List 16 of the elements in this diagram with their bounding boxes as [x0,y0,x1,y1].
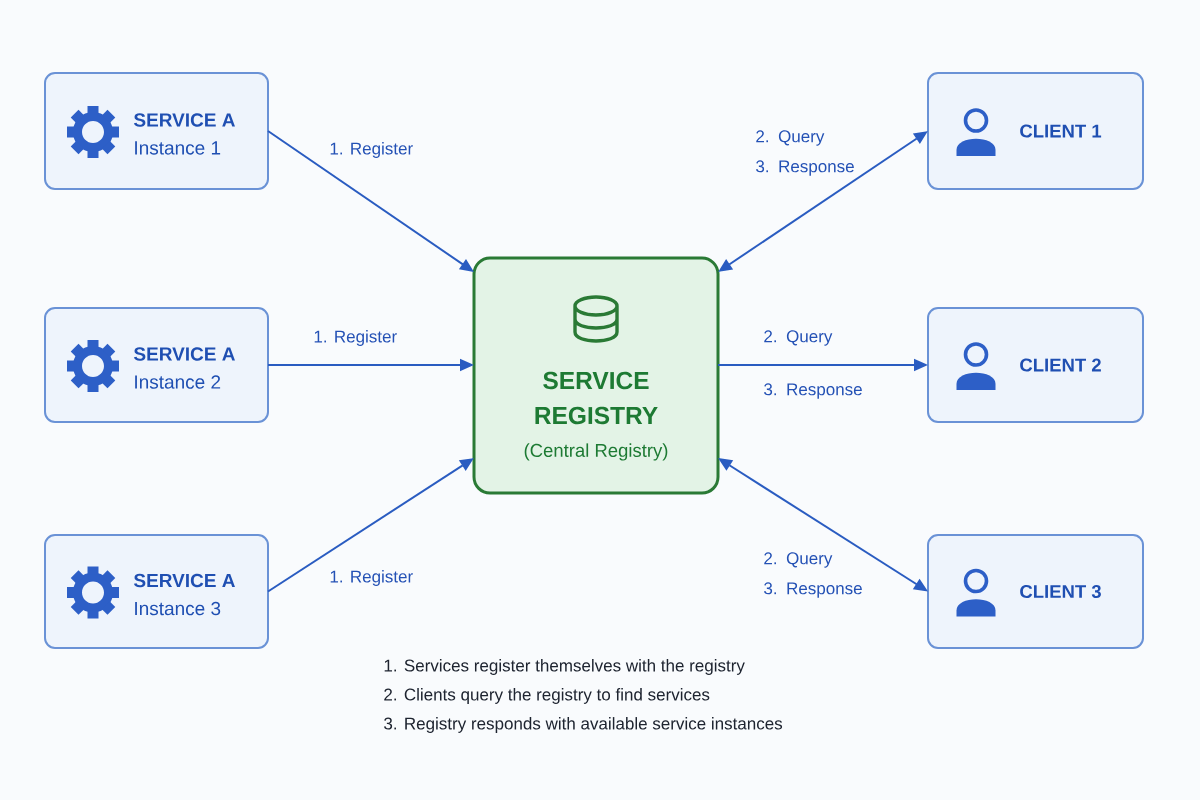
list-item: 2. Clients query the registry to find services [384,688,710,704]
service-box: SERVICE A Instance 3 [44,534,269,649]
service-box: SERVICE A Instance 1 [44,72,269,190]
client-box: CLIENT 2 [927,307,1144,423]
registry-box: SERVICE REGISTRY (Central Registry) [472,256,720,495]
edge-label: 1. Register [330,570,413,586]
client-box: CLIENT 1 [927,72,1144,190]
edge-label: 2. Query 3. Response [764,330,862,399]
list-item: 3. Registry responds with available service instances [384,717,783,733]
list-item: 1. Services register themselves with the registry [384,659,745,675]
edge-label: 2. Query 3. Response [764,552,862,598]
client-box: CLIENT 3 [927,534,1144,649]
edge-label: 1. Register [314,330,397,346]
edge-label: 1. Register [330,142,413,158]
service-box: SERVICE A Instance 2 [44,307,269,423]
edge-label: 2. Query 3. Response [756,130,854,176]
